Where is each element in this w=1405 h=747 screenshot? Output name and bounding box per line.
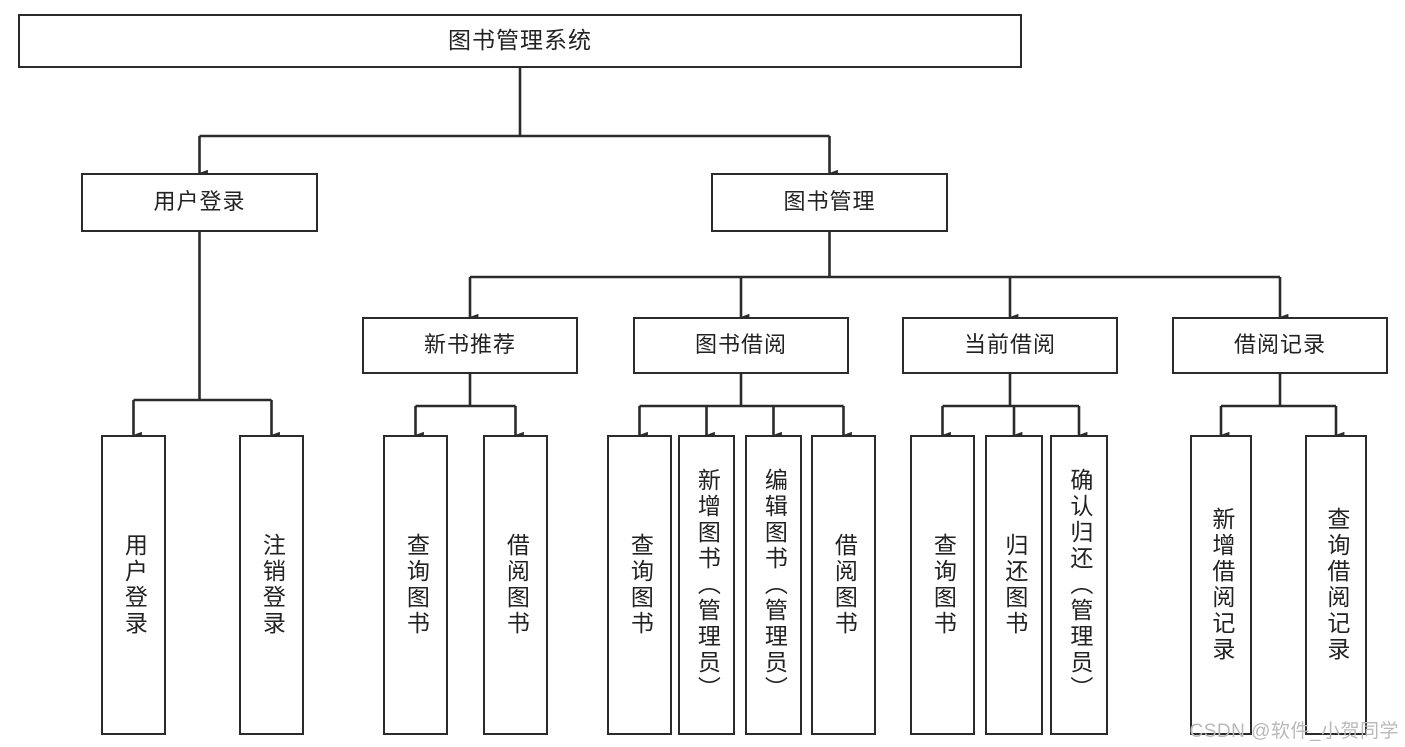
leaf-label: 编辑图书（管理员） — [761, 468, 788, 702]
node-new-book-recommend[interactable]: 新书推荐 — [362, 317, 578, 374]
leaf-label: 注销登录 — [259, 533, 286, 637]
leaf-borrow-book-brw[interactable]: 借阅图书 — [811, 435, 876, 735]
leaf-add-record[interactable]: 新增借阅记录 — [1190, 435, 1252, 735]
leaf-borrow-book-rec[interactable]: 借阅图书 — [483, 435, 548, 735]
leaf-label: 查询图书 — [403, 533, 430, 637]
leaf-label: 归还图书 — [1001, 533, 1028, 637]
node-root[interactable]: 图书管理系统 — [18, 14, 1022, 68]
leaf-edit-book[interactable]: 编辑图书（管理员） — [745, 435, 802, 735]
leaf-add-book[interactable]: 新增图书（管理员） — [678, 435, 735, 735]
node-current-borrow[interactable]: 当前借阅 — [902, 317, 1118, 374]
leaf-return-book[interactable]: 归还图书 — [985, 435, 1043, 735]
leaf-label: 查询图书 — [627, 533, 654, 637]
leaf-label: 查询图书 — [930, 533, 957, 637]
leaf-query-book-brw[interactable]: 查询图书 — [607, 435, 672, 735]
node-user-login[interactable]: 用户登录 — [81, 173, 318, 232]
node-borrow-record[interactable]: 借阅记录 — [1172, 317, 1388, 374]
leaf-label: 新增图书（管理员） — [694, 468, 721, 702]
leaf-label: 查询借阅记录 — [1323, 507, 1350, 663]
leaf-query-book-rec[interactable]: 查询图书 — [383, 435, 448, 735]
leaf-label: 确认归还（管理员） — [1066, 468, 1093, 702]
leaf-label: 借阅图书 — [503, 533, 530, 637]
leaf-label: 借阅图书 — [831, 533, 858, 637]
leaf-label: 新增借阅记录 — [1208, 507, 1235, 663]
node-book-borrow[interactable]: 图书借阅 — [633, 317, 849, 374]
leaf-query-book-cur[interactable]: 查询图书 — [910, 435, 975, 735]
leaf-logout[interactable]: 注销登录 — [239, 435, 304, 735]
leaf-confirm-return[interactable]: 确认归还（管理员） — [1050, 435, 1108, 735]
leaf-label: 用户登录 — [121, 533, 148, 637]
leaf-user-login[interactable]: 用户登录 — [101, 435, 166, 735]
leaf-query-record[interactable]: 查询借阅记录 — [1305, 435, 1367, 735]
node-book-manage[interactable]: 图书管理 — [711, 173, 948, 232]
watermark-credit: CSDN @软件_小贺同学 — [1189, 721, 1399, 742]
